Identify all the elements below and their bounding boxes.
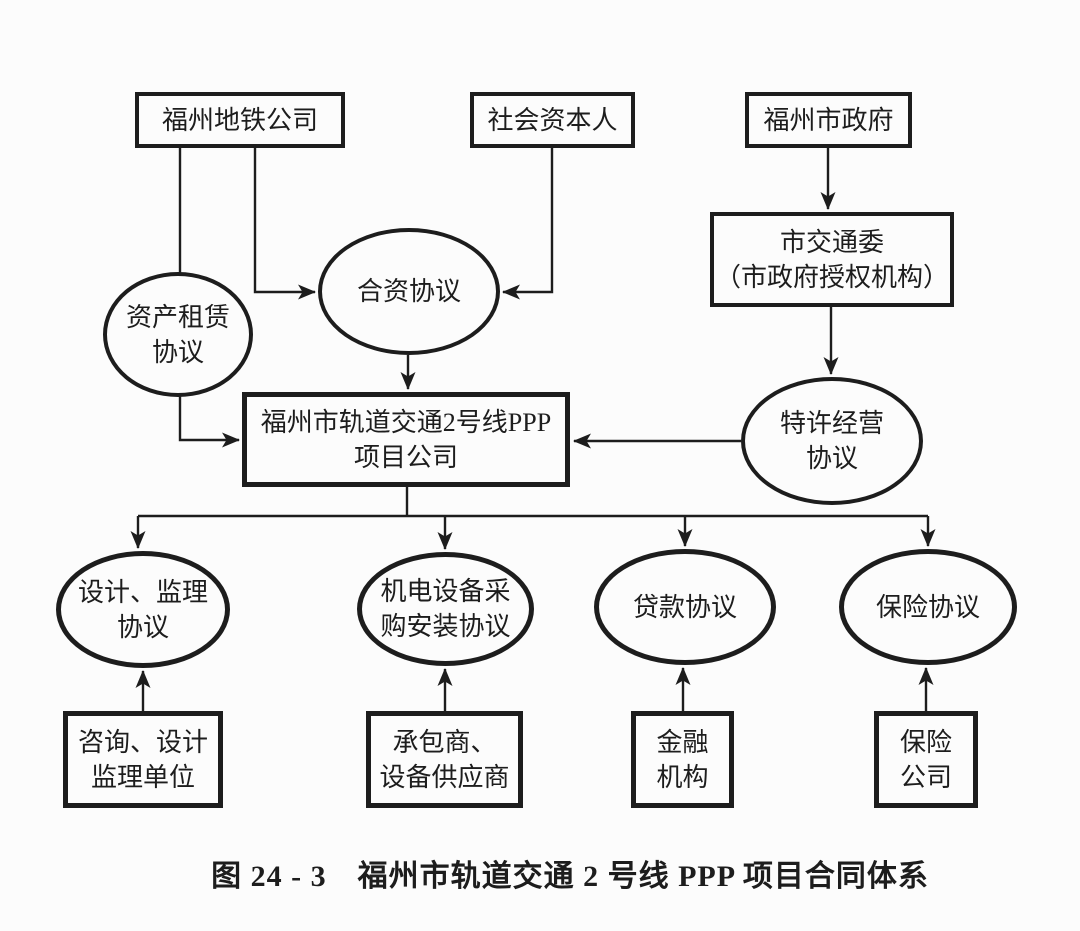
node-financial-institution: 金融 机构 <box>631 711 734 808</box>
node-insurance-agreement: 保险协议 <box>839 549 1017 665</box>
node-loan-agreement: 贷款协议 <box>594 549 776 665</box>
node-fuzhou-city-government: 福州市政府 <box>745 92 912 148</box>
edge-social-capital-to-joint-venture <box>502 148 554 300</box>
figure-caption: 图 24 - 3 福州市轨道交通 2 号线 PPP 项目合同体系 <box>211 860 929 893</box>
node-consulting-design-supervision-unit: 咨询、设计 监理单位 <box>63 711 223 808</box>
node-design-supervision-agreement: 设计、监理 协议 <box>56 551 230 668</box>
node-insurance-company: 保险 公司 <box>874 711 978 808</box>
node-equipment-procurement-agreement: 机电设备采 购安装协议 <box>357 552 534 666</box>
node-contractor-equipment-supplier: 承包商、 设备供应商 <box>366 711 523 808</box>
node-asset-lease-agreement: 资产租赁 协议 <box>103 272 253 397</box>
node-franchise-agreement: 特许经营 协议 <box>741 377 923 505</box>
node-fuzhou-metro-company: 福州地铁公司 <box>135 92 345 148</box>
node-transport-committee: 市交通委 （市政府授权机构） <box>710 212 954 307</box>
node-joint-venture-agreement: 合资协议 <box>318 228 500 355</box>
node-ppp-project-company: 福州市轨道交通2号线PPP 项目公司 <box>242 392 570 487</box>
edge-metro-to-joint-venture <box>253 148 316 300</box>
edge-asset-lease-to-ppp <box>178 396 240 448</box>
node-social-capital: 社会资本人 <box>470 92 635 148</box>
